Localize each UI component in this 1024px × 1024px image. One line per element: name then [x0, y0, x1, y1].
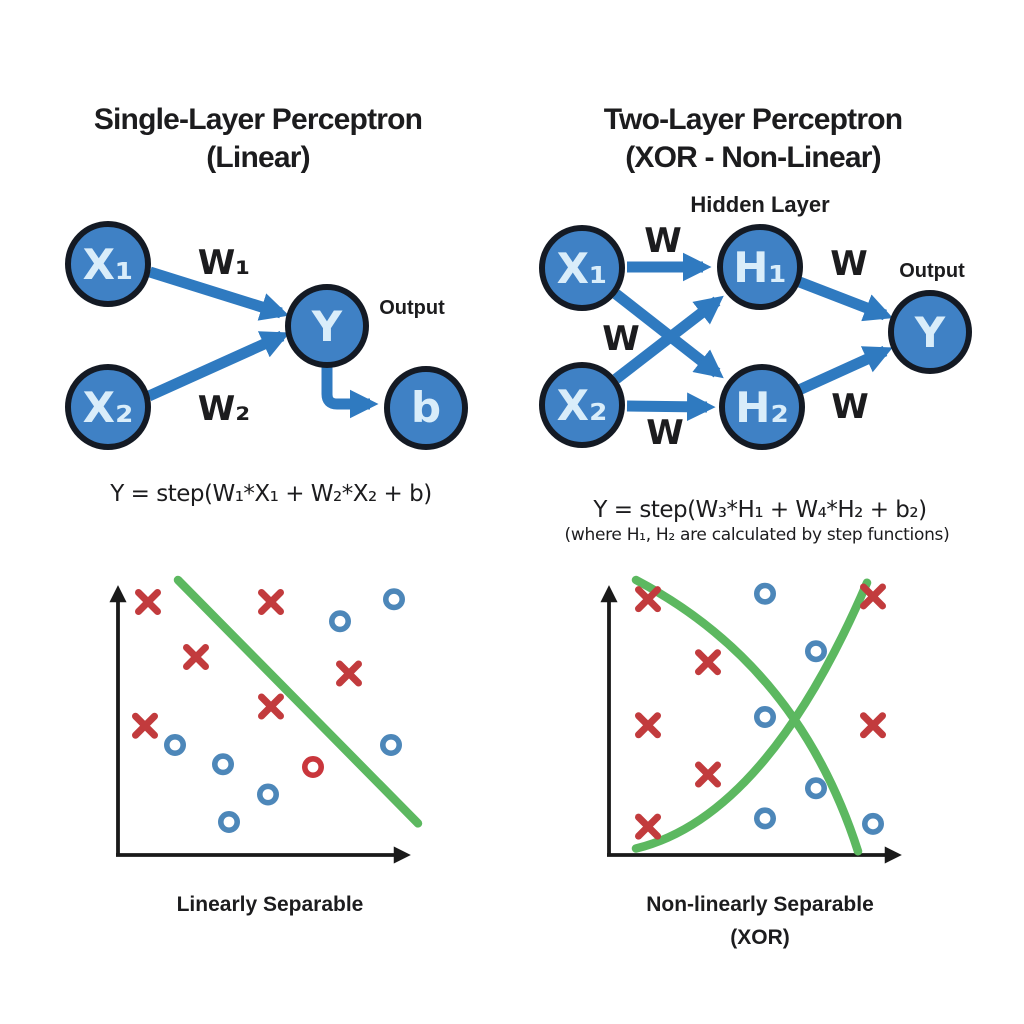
- edge-x1-to-y-arrow: [148, 266, 290, 321]
- node-h2-label: H₂: [735, 383, 789, 432]
- weight-label-h2y: W: [831, 387, 869, 427]
- x-stroke: [635, 813, 661, 840]
- x-stroke: [336, 660, 362, 687]
- node-x2: [65, 364, 151, 450]
- node-b: [384, 366, 468, 450]
- x-stroke: [258, 589, 284, 615]
- scatter-marker-o: [804, 640, 827, 663]
- scatter-marker-x: [695, 761, 721, 788]
- edge-x2-to-y-arrow: [146, 330, 290, 402]
- node-b-label: b: [411, 383, 441, 432]
- node-x2-label: X₂: [83, 383, 134, 432]
- scatter-marker-x: [183, 644, 209, 670]
- left-title-line1: Single-Layer Perceptron: [94, 103, 422, 136]
- weight-label-x2h2: W: [646, 413, 684, 453]
- hidden-layer-label: Hidden Layer: [690, 192, 830, 217]
- left-title-line2: (Linear): [206, 141, 310, 174]
- linearly-separable-plot: [109, 575, 423, 864]
- weight-w1-label: W₁: [198, 243, 250, 283]
- scatter-marker-o: [753, 582, 776, 605]
- node-y-label: Y: [311, 302, 343, 351]
- x-stroke: [695, 761, 721, 788]
- edge-x2-to-h1-arrow: [612, 295, 724, 384]
- x-stroke: [635, 712, 661, 739]
- edge-x2-to-h2-arrow: [626, 392, 716, 422]
- node-y: [888, 290, 972, 374]
- weight-w2-label: W₂: [198, 389, 250, 429]
- two-layer-network: Hidden Layer X₁ X₂ H₁ H₂ Y W W W W W Out…: [539, 192, 972, 453]
- right-formula-line2: (where H₁, H₂ are calculated by step fun…: [565, 525, 950, 545]
- scatter-marker-x: [635, 712, 661, 739]
- decision-boundary-curve: [631, 578, 872, 853]
- edge-h2-to-y-arrow: [796, 345, 893, 396]
- weight-label-cross: W: [602, 319, 640, 359]
- scatter-marker-x: [132, 712, 158, 739]
- weight-label-x1h1: W: [644, 221, 682, 261]
- x-stroke: [635, 586, 661, 613]
- node-x1-label: X₁: [557, 244, 608, 293]
- scatter-marker-x: [135, 589, 161, 615]
- node-x1: [65, 221, 151, 307]
- left-caption: Linearly Separable: [177, 893, 364, 916]
- scatter-marker-x: [635, 586, 661, 613]
- right-title-line2: (XOR - Non-Linear): [625, 141, 881, 174]
- weight-label-h1y: W: [830, 244, 868, 284]
- edge-y-to-b-arrow: [321, 367, 379, 419]
- scatter-marker-o: [804, 777, 827, 800]
- left-output-label: Output: [379, 297, 445, 319]
- right-caption-line1: Non-linearly Separable: [646, 893, 874, 916]
- right-formula-line1: Y = step(W₃*H₁ + W₄*H₂ + b₂): [592, 497, 926, 523]
- scatter-marker-x: [860, 583, 886, 610]
- node-x2-label: X₂: [557, 381, 608, 430]
- scatter-marker-o: [301, 755, 324, 778]
- node-x2: [539, 362, 625, 448]
- x-stroke: [183, 644, 209, 670]
- x-stroke: [860, 583, 886, 610]
- node-x1-label: X₁: [83, 240, 134, 289]
- node-x1: [539, 225, 625, 311]
- scatter-marker-o: [328, 610, 351, 633]
- scatter-marker-o: [212, 753, 235, 776]
- x-stroke: [860, 712, 886, 739]
- scatter-marker-o: [382, 588, 405, 611]
- scatter-marker-o: [379, 733, 402, 756]
- scatter-marker-x: [860, 712, 886, 739]
- edge-h1-to-y-arrow: [795, 275, 894, 322]
- scatter-marker-x: [258, 693, 284, 720]
- x-stroke: [135, 589, 161, 615]
- node-y: [285, 284, 369, 368]
- scatter-marker-o: [861, 812, 884, 835]
- node-h2: [719, 364, 805, 450]
- scatter-marker-o: [218, 810, 241, 833]
- xor-plot: [600, 575, 902, 864]
- x-stroke: [132, 712, 158, 739]
- scatter-marker-x: [336, 660, 362, 687]
- scatter-marker-x: [695, 649, 721, 676]
- x-stroke: [258, 693, 284, 720]
- x-stroke: [695, 649, 721, 676]
- scatter-marker-x: [635, 813, 661, 840]
- scatter-marker-o: [256, 783, 279, 806]
- scatter-marker-o: [164, 733, 187, 756]
- scatter-marker-x: [258, 589, 284, 615]
- decision-boundary-curve: [631, 575, 863, 856]
- right-title-line1: Two-Layer Perceptron: [604, 103, 903, 136]
- right-output-label: Output: [899, 260, 965, 282]
- single-layer-network: X₁ X₂ Y b W₁ W₂ Output: [65, 221, 468, 450]
- decision-boundary-line: [173, 575, 423, 828]
- scatter-marker-o: [753, 807, 776, 830]
- left-formula: Y = step(W₁*X₁ + W₂*X₂ + b): [109, 481, 431, 507]
- node-y-label: Y: [914, 308, 946, 357]
- node-h1-label: H₁: [733, 243, 787, 292]
- right-caption-line2: (XOR): [730, 926, 790, 949]
- scatter-marker-o: [753, 705, 776, 728]
- node-h1: [717, 224, 803, 310]
